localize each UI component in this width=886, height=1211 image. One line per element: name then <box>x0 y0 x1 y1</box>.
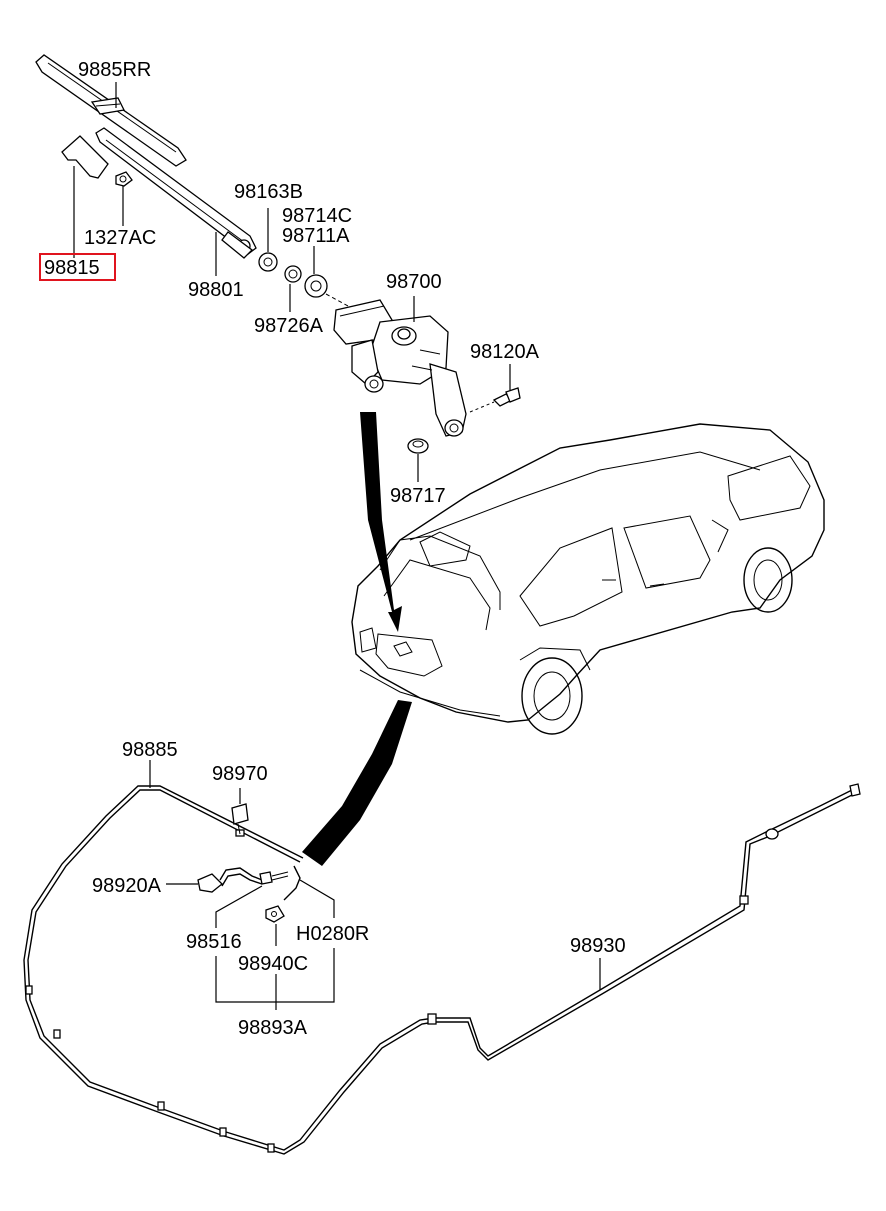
part-label-98120A[interactable]: 98120A <box>470 341 540 363</box>
part-label-1327AC[interactable]: 1327AC <box>84 227 156 249</box>
nozzle-98920A-drawing <box>197 867 263 893</box>
washer-hose-location-arrow <box>302 700 412 866</box>
part-labels: 9885RR 98815 1327AC 98801 98163B 98714C … <box>44 59 626 1039</box>
vehicle-drawing <box>351 423 825 735</box>
part-label-98726A[interactable]: 98726A <box>254 315 324 337</box>
part-label-98970[interactable]: 98970 <box>212 763 268 785</box>
part-label-98700[interactable]: 98700 <box>386 271 442 293</box>
wiper-blade-drawing <box>35 54 187 167</box>
bolt-98120A-drawing <box>469 387 521 413</box>
part-label-98516[interactable]: 98516 <box>186 931 242 953</box>
part-label-98885[interactable]: 98885 <box>122 739 178 761</box>
part-label-H0280R[interactable]: H0280R <box>296 923 369 945</box>
part-label-98893A[interactable]: 98893A <box>238 1017 308 1039</box>
part-label-98940C[interactable]: 98940C <box>238 953 308 975</box>
leader-lines <box>73 82 601 1010</box>
holder-98940C-drawing <box>265 905 285 923</box>
part-label-98801[interactable]: 98801 <box>188 279 244 301</box>
part-label-98711A[interactable]: 98711A <box>282 225 350 247</box>
part-label-98163B[interactable]: 98163B <box>234 181 303 203</box>
motor-location-arrow <box>360 412 402 632</box>
washer-98726A-drawing <box>284 265 302 283</box>
wiper-arm-drawing <box>95 127 257 259</box>
part-label-98930[interactable]: 98930 <box>570 935 626 957</box>
arm-cover-cap-drawing <box>61 135 109 179</box>
cap-98711A-drawing <box>304 274 328 298</box>
part-label-98717[interactable]: 98717 <box>390 485 446 507</box>
connector-98970-drawing <box>231 803 249 835</box>
arm-nut-drawing <box>115 171 133 187</box>
part-label-98714C[interactable]: 98714C <box>282 205 352 227</box>
wiper-motor-drawing <box>325 293 467 437</box>
part-label-98920A[interactable]: 98920A <box>92 875 162 897</box>
highlighted-part-box <box>39 253 116 281</box>
check-valve-98516-drawing <box>259 871 289 885</box>
washer-98163B-drawing <box>258 252 278 272</box>
grommet-98717-drawing <box>407 438 429 454</box>
washer-hose-98885-drawing <box>23 785 435 1155</box>
washer-hose-98930-drawing <box>427 783 861 1061</box>
part-label-9885RR[interactable]: 9885RR <box>78 59 151 81</box>
part-label-98815[interactable]: 98815 <box>44 257 100 279</box>
